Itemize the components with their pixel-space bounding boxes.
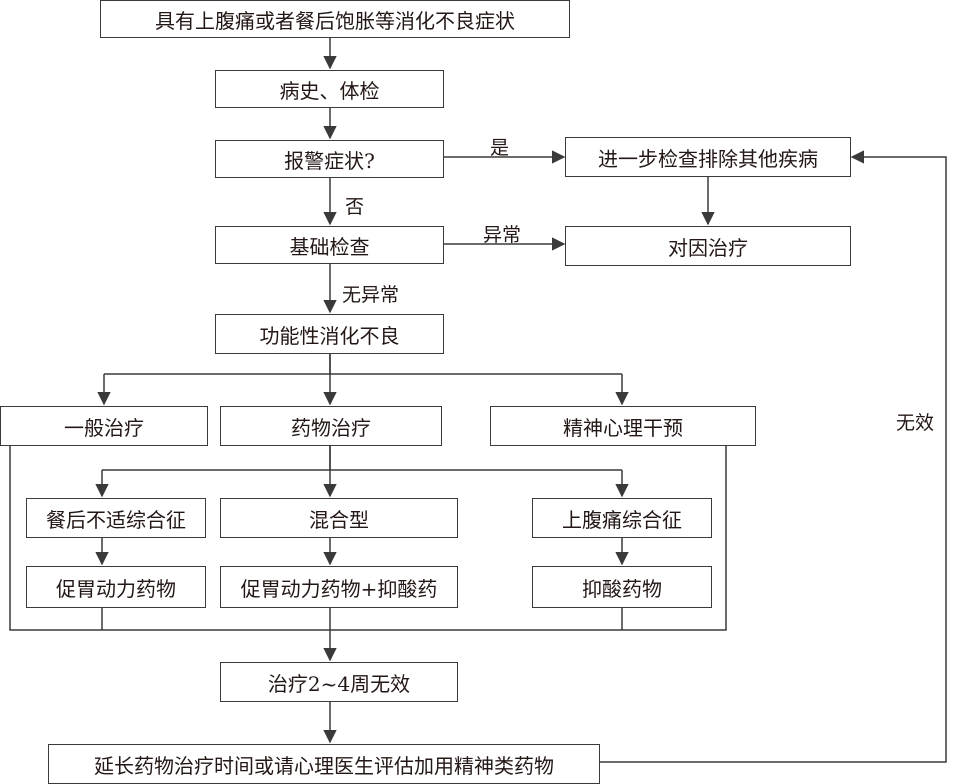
arrow-feedback-loop xyxy=(600,150,947,763)
node-prokinetic-acid: 促胃动力药物+抑酸药 xyxy=(220,566,458,608)
node-history: 病史、体检 xyxy=(215,70,444,108)
node-symptoms: 具有上腹痛或者餐后饱胀等消化不良症状 xyxy=(100,0,570,38)
bracket-left xyxy=(9,446,727,631)
node-prokinetic: 促胃动力药物 xyxy=(26,566,206,608)
edge-label-no: 否 xyxy=(345,196,365,218)
edge-label-abnormal: 异常 xyxy=(483,224,522,246)
node-drug-treatment: 药物治疗 xyxy=(220,406,442,446)
node-ineffective: 治疗2~4周无效 xyxy=(220,662,458,702)
node-cause-treatment: 对因治疗 xyxy=(565,226,851,266)
edge-label-normal: 无异常 xyxy=(342,284,400,306)
node-further-exam: 进一步检查排除其他疾病 xyxy=(565,137,851,177)
node-pds: 餐后不适综合征 xyxy=(26,498,206,538)
node-general-treatment: 一般治疗 xyxy=(0,406,208,446)
node-psych-intervention: 精神心理干预 xyxy=(490,406,756,446)
edge-label-yes: 是 xyxy=(490,137,510,159)
node-eps: 上腹痛综合征 xyxy=(532,498,712,538)
edge-label-invalid: 无效 xyxy=(896,412,935,434)
node-basic-exam: 基础检查 xyxy=(215,226,444,264)
node-extend: 延长药物治疗时间或请心理医生评估加用精神类药物 xyxy=(48,744,600,784)
node-mixed: 混合型 xyxy=(220,498,458,538)
node-alarm: 报警症状? xyxy=(215,140,444,178)
node-acid-suppress: 抑酸药物 xyxy=(532,566,712,608)
node-fd: 功能性消化不良 xyxy=(215,314,444,354)
